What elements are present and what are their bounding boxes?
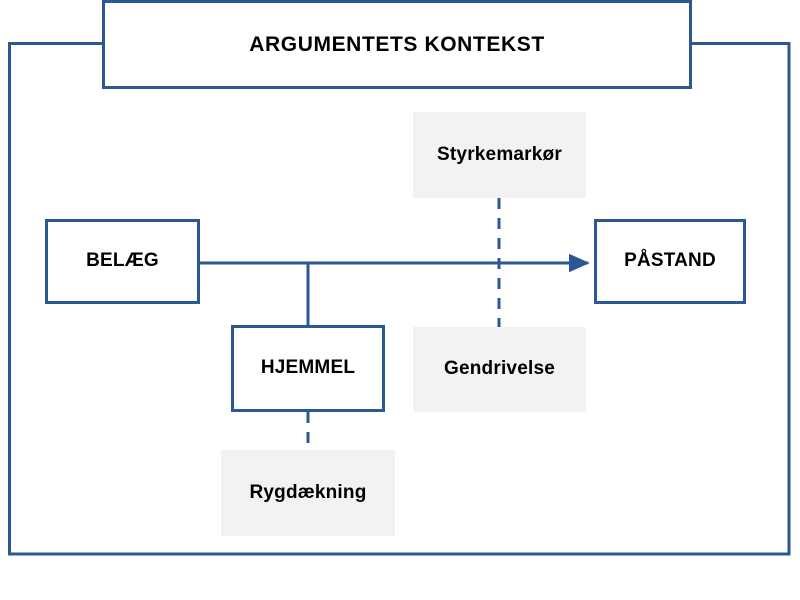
node-styrkemarkoer-label: Styrkemarkør <box>437 143 562 165</box>
node-paastand[interactable]: PÅSTAND <box>594 219 746 304</box>
node-hjemmel-label: HJEMMEL <box>260 357 356 379</box>
node-belaeg-label: BELÆG <box>86 250 159 272</box>
node-belaeg[interactable]: BELÆG <box>45 219 200 304</box>
node-styrkemarkoer[interactable]: Styrkemarkør <box>413 112 586 198</box>
node-gendrivelse[interactable]: Gendrivelse <box>413 327 586 412</box>
node-gendrivelse-label: Gendrivelse <box>444 358 555 380</box>
node-rygdaekning[interactable]: Rygdækning <box>221 450 395 536</box>
node-paastand-label: PÅSTAND <box>624 250 716 272</box>
argument-context-title-box: ARGUMENTETS KONTEKST <box>102 0 692 89</box>
argument-context-title: ARGUMENTETS KONTEKST <box>249 32 545 56</box>
node-rygdaekning-label: Rygdækning <box>249 481 367 503</box>
node-hjemmel[interactable]: HJEMMEL <box>231 325 385 412</box>
argument-context-frame-outline <box>8 42 791 556</box>
